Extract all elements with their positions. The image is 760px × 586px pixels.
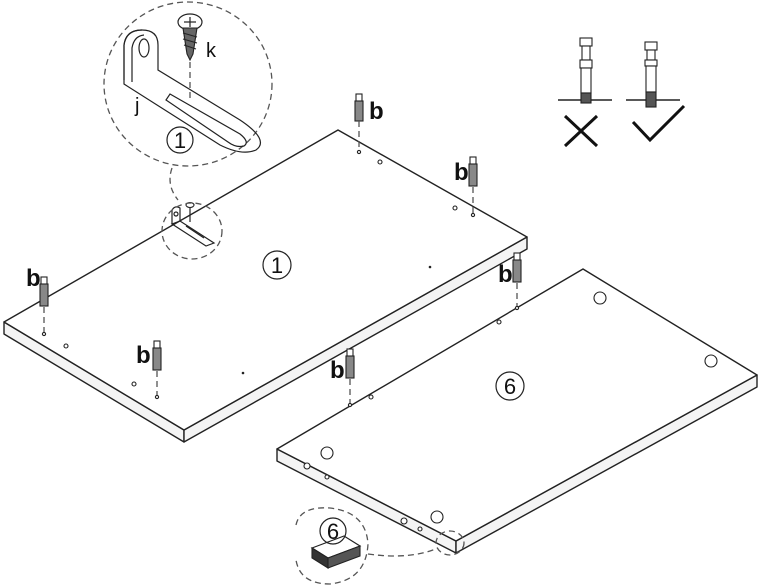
check-icon <box>631 104 686 143</box>
dowel-1-label: b <box>369 98 384 125</box>
bracket-detail: k j 1 <box>103 1 273 260</box>
panel-6-step-number: 6 <box>504 374 516 399</box>
dowel-4: b <box>136 340 162 400</box>
edge-detail-callout <box>295 507 369 585</box>
dowel-5-label: b <box>498 261 513 288</box>
panel-1-top <box>3 129 528 431</box>
dowel-right <box>626 41 686 143</box>
detail-1-step-number: 1 <box>174 128 186 153</box>
dowel-4-label: b <box>136 342 151 369</box>
bracket-detail-callout <box>103 1 273 167</box>
edge-detail: 6 <box>295 507 465 585</box>
dowel-3: b <box>26 265 49 337</box>
dowel-2-label: b <box>454 159 469 186</box>
panel-6-step-circle <box>495 371 525 401</box>
edge-callout-small <box>435 530 465 556</box>
bracket-label: j <box>134 95 139 117</box>
dowel-1: b <box>354 93 384 155</box>
panel-1-step-number: 1 <box>271 253 283 278</box>
detail-6-step-number: 6 <box>327 519 339 544</box>
panel-1-step-circle <box>262 250 292 280</box>
dowel-wrong <box>558 37 612 148</box>
panel-6: 6 <box>276 268 758 554</box>
screw-k <box>177 13 203 62</box>
dowel-6: b <box>330 348 355 408</box>
screw-label: k <box>206 40 217 62</box>
panel-1: 1 <box>3 129 528 443</box>
panel-6-top <box>276 268 758 542</box>
dowel-3-label: b <box>26 265 41 292</box>
bracket-callout-small <box>161 202 223 260</box>
dowel-5: b <box>498 252 522 311</box>
mounted-bracket <box>170 201 216 247</box>
detail-6-circle <box>319 517 347 545</box>
dowel-2: b <box>454 156 478 218</box>
detail-1-circle <box>166 126 194 154</box>
dowel-6-label: b <box>330 357 345 384</box>
cross-icon <box>563 114 599 148</box>
